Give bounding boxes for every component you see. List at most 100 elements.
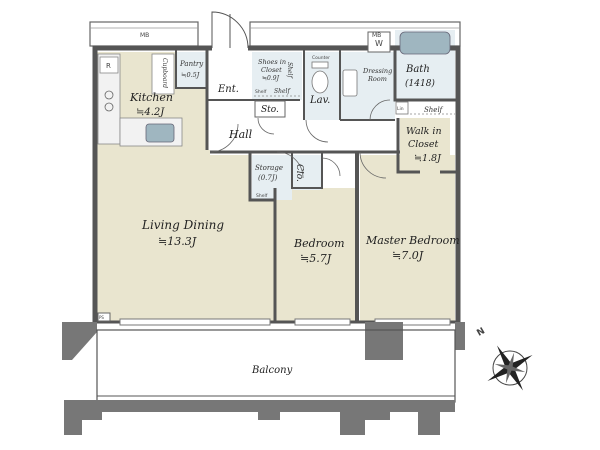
shelf-label-shoes-b: Shelf [274, 88, 291, 95]
walk-in-wall [396, 118, 458, 174]
kitchen-label: Kitchen [129, 91, 173, 104]
pantry-floor [176, 52, 208, 88]
floor-fills [97, 30, 455, 322]
living-dining-label: Living Dining [141, 218, 224, 232]
mb-label-right: MB [372, 32, 381, 39]
storage-floor [252, 155, 292, 200]
compass-needles [487, 345, 533, 391]
walk-in-area: ≒1.8J [414, 153, 442, 164]
bedroom-floor [275, 188, 355, 322]
pantry-wall [175, 48, 207, 89]
door-arcs [209, 99, 391, 179]
toilet-tank [311, 61, 329, 69]
closet-floor [293, 155, 321, 190]
shoes-closet-floor [252, 52, 302, 100]
shelf-label-walkin: Shelf [424, 106, 444, 114]
dressing-label-1: Dressing [362, 67, 392, 75]
column-left [62, 322, 97, 360]
ent-label: Ent. [217, 84, 239, 95]
bath-label: Bath [405, 64, 430, 75]
bedroom-label: Bedroom [293, 237, 345, 250]
counter-label: Counter [312, 55, 330, 61]
master-bedroom-floor [360, 155, 455, 322]
outer-wall [92, 45, 461, 322]
stove-burner-2 [104, 102, 114, 112]
refrigerator [99, 56, 119, 74]
room-labels: MB MB R Cupboard Pantry ≒0.5J Kitchen ≒4… [99, 32, 460, 376]
balcony [64, 329, 456, 435]
door-arc-bedroom [276, 151, 304, 179]
bathtub [399, 31, 451, 55]
washbasin [342, 69, 358, 97]
lav-label: Lav. [309, 95, 330, 106]
storage-area: (0.7J) [258, 174, 278, 182]
cupboard-label: Cupboard [161, 58, 168, 88]
mb-label-left: MB [140, 32, 149, 39]
linen-label: Lin [397, 106, 404, 112]
compass-ring [492, 350, 528, 386]
lav-wall [303, 48, 341, 120]
compass-rose: N [475, 326, 533, 391]
pantry-label: Pantry [179, 60, 204, 68]
kitchen-fixtures [97, 53, 183, 147]
storage-wall [248, 152, 275, 202]
entrance-door [211, 11, 249, 49]
dressing-label-2: Room [367, 75, 387, 83]
door-arc-dressing [369, 99, 391, 121]
kitchen-sink [145, 123, 175, 143]
column-right [455, 322, 465, 350]
shoes-label-1: Shoes in [258, 58, 286, 66]
sto-box [254, 100, 286, 118]
walk-in-label-1: Walk in [406, 126, 442, 137]
ps-box [97, 312, 111, 322]
stove-burner-1 [104, 90, 114, 100]
washer-label: W [375, 39, 383, 48]
ps-label: PS [99, 315, 104, 320]
shoes-area: ≒0.9J [262, 75, 280, 82]
door-arc-closet [321, 157, 341, 177]
living-dining-floor [97, 150, 275, 322]
door-arc-sto [257, 117, 275, 135]
balcony-label: Balcony [251, 365, 293, 376]
shelf-marks [254, 95, 455, 115]
compass-diag-2 [505, 367, 513, 384]
storage-label: Storage [255, 164, 283, 172]
door-arc-lav [305, 119, 329, 143]
washer [367, 31, 391, 53]
window-bedroom [294, 318, 351, 326]
walk-in-label-2: Closet [408, 139, 439, 150]
walls [92, 45, 461, 324]
compass-diag-4 [494, 363, 511, 371]
entrance-door-swing [211, 11, 249, 49]
compass-diag-3 [509, 365, 526, 373]
toilet [311, 70, 329, 94]
bath-fixtures [311, 31, 451, 115]
shelf-label-shoes-a: Shelf [255, 89, 267, 95]
cupboard [151, 53, 175, 95]
compass-north-label: N [475, 326, 487, 338]
shelf-label-storage: Shelf [256, 193, 268, 199]
bedroom-area: ≒5.7J [300, 252, 332, 265]
shoes-label-2: Closet [261, 66, 282, 74]
pantry-area: ≒0.5J [181, 71, 200, 79]
door-arc-living [209, 123, 239, 153]
kitchen-area: ≒4.2J [136, 107, 165, 118]
clo-label: Clo. [294, 164, 304, 182]
column-middle [365, 322, 403, 360]
walk-in-closet-floor [400, 118, 450, 173]
bath-size: (1418) [405, 78, 435, 89]
columns [62, 322, 465, 360]
sto-label: Sto. [261, 105, 279, 115]
compass-diag-1 [507, 352, 515, 369]
shelf-label-shoes-c: Shelf [286, 62, 293, 79]
linen-box [395, 101, 409, 115]
balcony-front-wall [64, 400, 455, 435]
small-boxes [97, 100, 286, 322]
door-arc-master [359, 151, 387, 179]
master-bedroom-area: ≒7.0J [392, 249, 424, 262]
living-dining-area: ≒13.3J [158, 235, 197, 248]
refrigerator-label: R [106, 62, 111, 70]
bath-wall [393, 48, 458, 102]
